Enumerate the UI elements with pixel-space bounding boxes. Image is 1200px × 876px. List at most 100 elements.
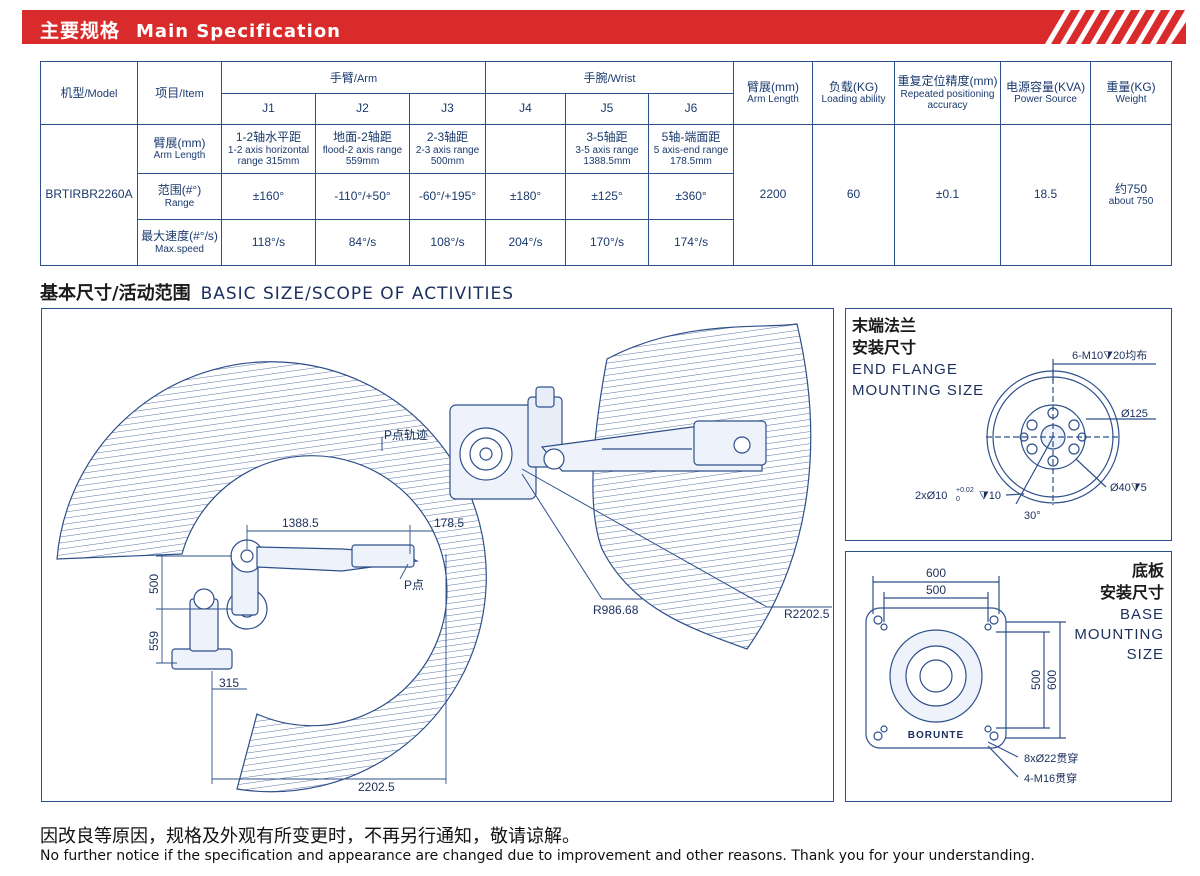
model-header: 机型/Model: [40, 61, 138, 125]
speed-cell: 84°/s: [315, 219, 410, 266]
range-cell: ±125°: [565, 173, 650, 220]
joint-header: J6: [648, 93, 735, 125]
range-cell: -110°/+50°: [315, 173, 410, 220]
footer-notice-en: No further notice if the specification a…: [40, 848, 1035, 864]
p-point-label: P点: [404, 578, 424, 592]
header-banner: 主要规格 Main Specification: [0, 0, 1200, 48]
wrist-header: 手腕/Wrist: [485, 61, 735, 94]
end-flange-panel: 末端法兰 安装尺寸 END FLANGE MOUNTING SIZE: [845, 308, 1172, 541]
joint-header: J4: [485, 93, 567, 125]
dim-500: 500: [147, 574, 161, 594]
row-label-range: 范围(#°)Range: [137, 173, 222, 220]
base-drawing: 底板 安装尺寸 BASE MOUNTING SIZE: [865, 561, 1165, 785]
flange-d40-label: Ø40⧩5: [1110, 482, 1147, 494]
flange-m10-label: 6-M10⧩20均布: [1072, 349, 1147, 362]
speed-cell: 108°/s: [408, 219, 487, 266]
r986-label: R986.68: [593, 603, 639, 617]
flange-hole-depth: ⧩10: [979, 490, 1001, 502]
arm-header: 手臂/Arm: [220, 61, 487, 94]
speed-cell: 204°/s: [485, 219, 567, 266]
dim-1388: 1388.5: [282, 516, 319, 530]
speed-cell: 118°/s: [221, 219, 316, 266]
base-brand-logo: BORUNTE: [908, 730, 964, 741]
header-title-cn: 主要规格: [40, 20, 121, 42]
flange-title-cn2: 安装尺寸: [852, 338, 916, 357]
joint-header: J3: [408, 93, 487, 125]
joint-header: J1: [221, 93, 316, 125]
base-title-cn2: 安装尺寸: [1100, 583, 1164, 602]
dimension-lines: [156, 525, 447, 784]
armlen-cell: [485, 124, 567, 174]
speed-cell: 170°/s: [565, 219, 650, 266]
row-label-arm-length: 臂展(mm)Arm Length: [137, 124, 222, 174]
range-cell: -60°/+195°: [408, 173, 487, 220]
workspace-area-left: [56, 361, 487, 793]
repeat-header: 重复定位精度(mm)Repeated positioning accuracy: [894, 61, 1002, 125]
weight-header: 重量(KG)Weight: [1090, 61, 1173, 125]
speed-cell: 174°/s: [648, 219, 735, 266]
range-cell: ±360°: [648, 173, 735, 220]
base-title-en2: MOUNTING: [1074, 626, 1164, 643]
footer-notice-cn: 因改良等原因，规格及外观有所变更时，不再另行通知，敬请谅解。: [40, 826, 580, 847]
motion-range-panel: R986.68 R2202.5 P点轨迹: [41, 308, 834, 802]
range-cell: ±180°: [485, 173, 567, 220]
robot-side-view: [171, 539, 419, 670]
base-title-cn1: 底板: [1132, 561, 1165, 580]
base-d500-side: 500: [1029, 670, 1043, 690]
header-title-en: Main Specification: [136, 21, 341, 42]
power-header: 电源容量(KVA)Power Source: [1000, 61, 1092, 125]
item-header: 项目/Item: [137, 61, 222, 125]
load-value: 60: [812, 124, 896, 266]
flange-title-en1: END FLANGE: [852, 361, 958, 378]
range-cell: ±160°: [221, 173, 316, 220]
r2202-leader: [521, 468, 768, 608]
flange-title-cn1: 末端法兰: [852, 316, 916, 335]
flange-angle-label: 30°: [1024, 510, 1041, 522]
flange-hole-tol-dn: 0: [956, 496, 960, 503]
arm-length-header: 臂展(mm)Arm Length: [733, 61, 814, 125]
dim-2202: 2202.5: [358, 780, 395, 794]
end-flange-drawing: 末端法兰 安装尺寸 END FLANGE MOUNTING SIZE: [852, 316, 1156, 522]
base-d600-side: 600: [1045, 670, 1059, 690]
base-d600-top: 600: [926, 566, 946, 580]
base-panel: 底板 安装尺寸 BASE MOUNTING SIZE: [845, 551, 1172, 802]
header-title: 主要规格 Main Specification: [40, 16, 341, 43]
flange-d125-label: Ø125: [1121, 408, 1148, 420]
base-m16-label: 4-M16贯穿: [1024, 771, 1077, 785]
row-label-speed: 最大速度(#°/s)Max.speed: [137, 219, 222, 266]
motion-range-drawing: R986.68 R2202.5 P点轨迹: [56, 323, 832, 794]
p-track-label: P点轨迹: [384, 428, 428, 442]
dim-315: 315: [219, 676, 239, 690]
workspace-area-right: [592, 323, 812, 650]
base-title-en1: BASE: [1120, 606, 1164, 623]
load-header: 负载(KG)Loading ability: [812, 61, 896, 125]
base-holes-label: 8xØ22贯穿: [1024, 751, 1078, 765]
spec-table: 机型/Model 项目/Item 手臂/Arm 手腕/Wrist 臂展(mm)A…: [40, 61, 1173, 266]
flange-title-en2: MOUNTING SIZE: [852, 382, 984, 399]
dim-178: 178.5: [434, 516, 464, 530]
model-cell: BRTIRBR2260A: [40, 124, 138, 266]
flange-shape: [986, 359, 1156, 505]
header-background: [22, 10, 1186, 44]
robot-top-view: [449, 386, 767, 500]
dim-559: 559: [147, 631, 161, 651]
flange-hole-tol-up: +0.02: [956, 487, 974, 494]
joint-header: J5: [565, 93, 650, 125]
joint-header: J2: [315, 93, 410, 125]
repeat-value: ±0.1: [894, 124, 1002, 266]
r986-leader: [521, 473, 603, 600]
base-title-en3: SIZE: [1127, 646, 1164, 663]
flange-hole-label: 2xØ10: [915, 490, 947, 502]
power-value: 18.5: [1000, 124, 1092, 266]
base-plate-shape: [865, 576, 1066, 778]
base-d500-top: 500: [926, 583, 946, 597]
arm-length-value: 2200: [733, 124, 814, 266]
r2202-label: R2202.5: [784, 607, 830, 621]
